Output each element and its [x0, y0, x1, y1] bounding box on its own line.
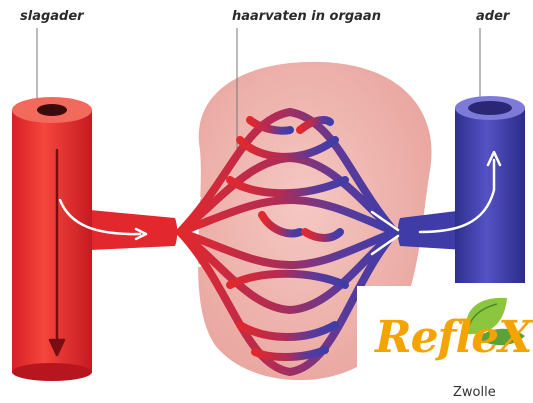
reflex-logo: ReflеX Zwolle	[357, 286, 533, 403]
artery-label: slagader	[20, 9, 84, 24]
logo-location: Zwolle	[453, 385, 496, 400]
vein-tube	[455, 96, 525, 283]
artery-tube	[12, 97, 92, 381]
arteriole	[90, 210, 177, 250]
vein-label: ader	[476, 9, 509, 24]
capillaries-label: haarvaten in orgaan	[232, 9, 381, 24]
logo-wordmark: ReflеX	[375, 316, 531, 360]
